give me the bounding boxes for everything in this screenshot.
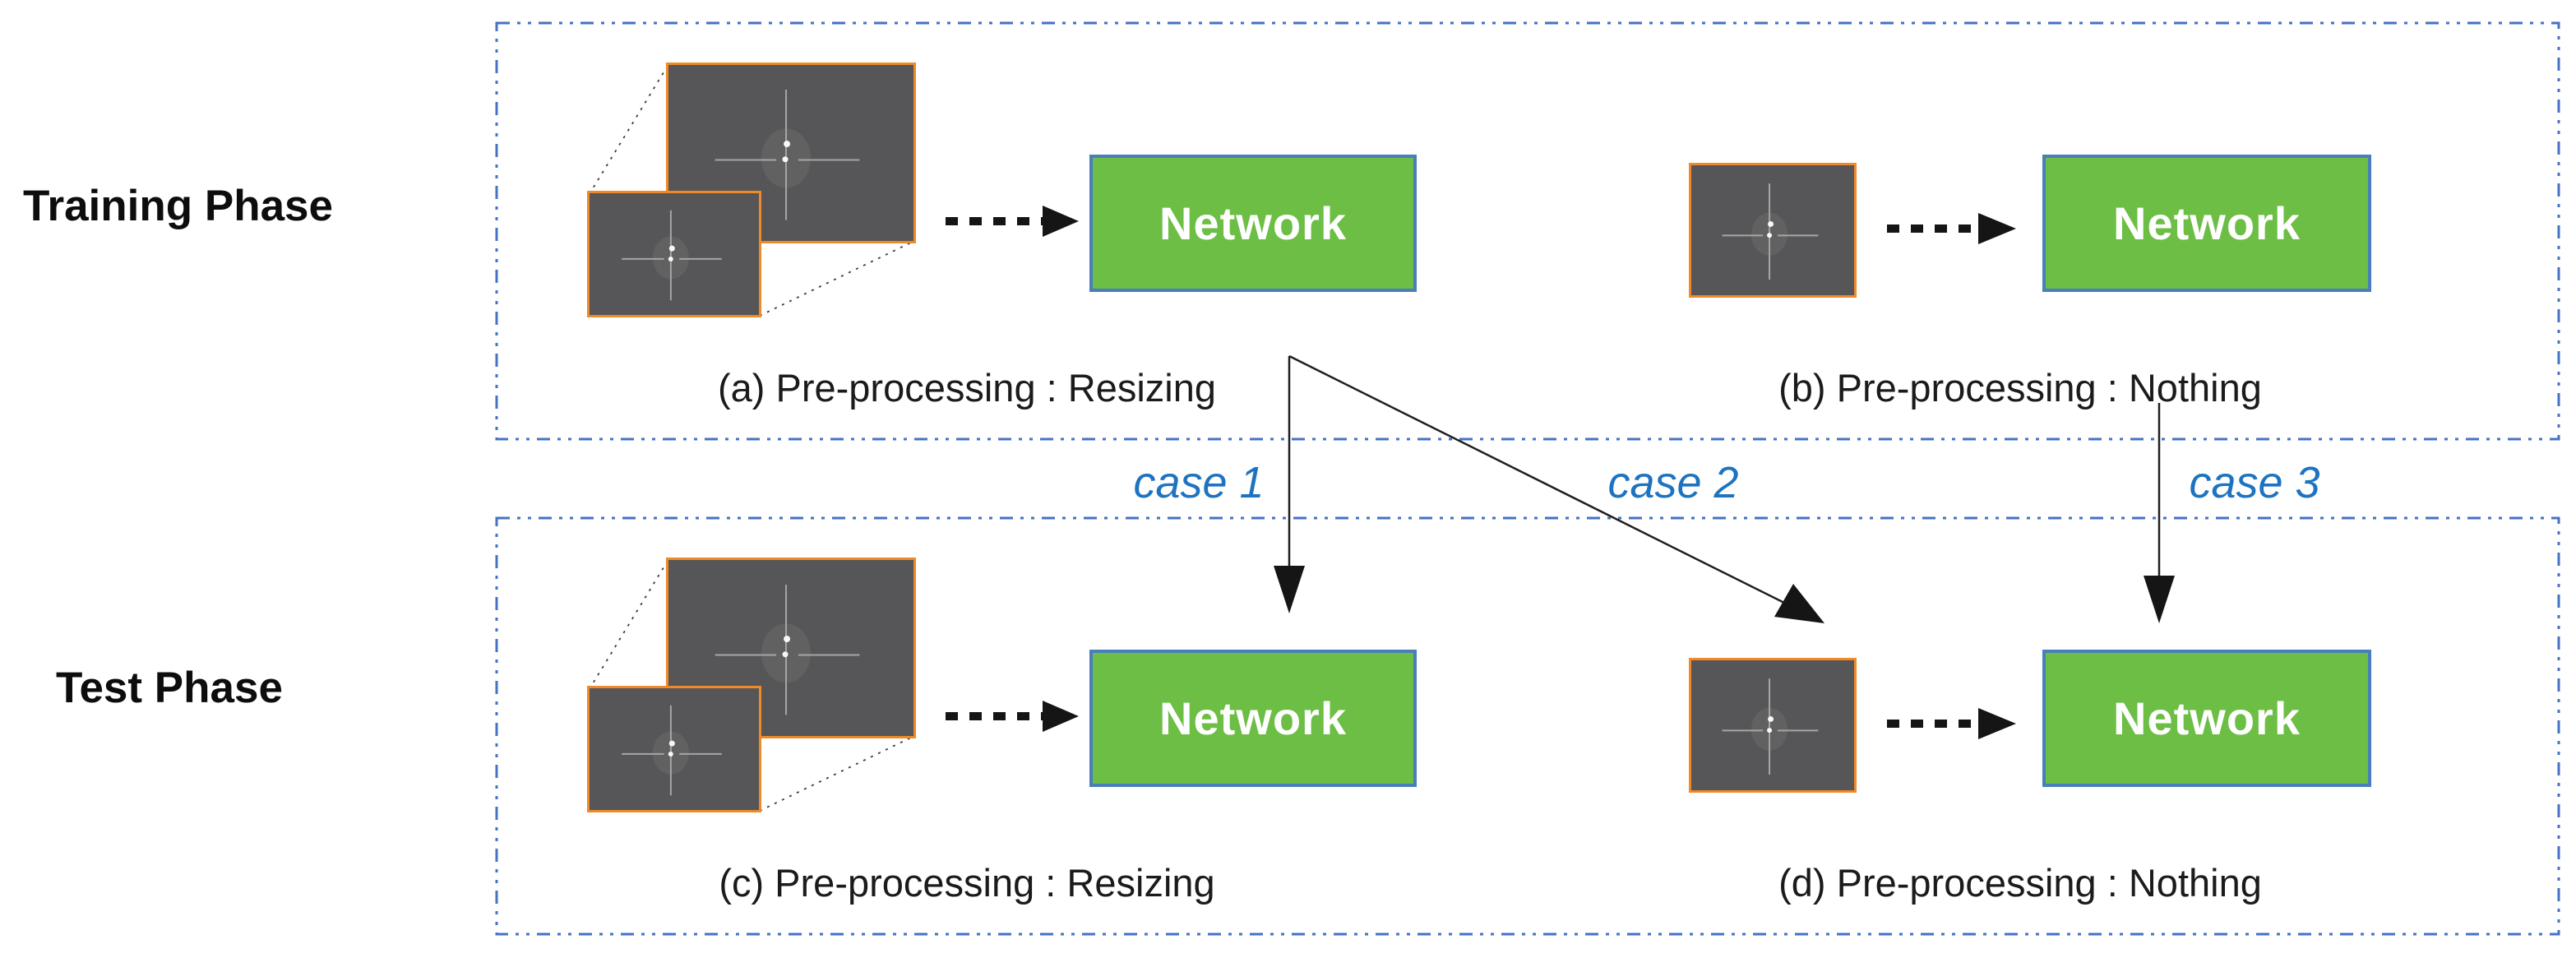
network-box-d: Network [2042, 650, 2371, 787]
training-phase-box-border [495, 21, 2560, 441]
panel-d-crosshair [1722, 678, 1819, 775]
case-2-arrow-head [1774, 584, 1824, 623]
case-2-arrow-line [1288, 354, 1787, 605]
panel-a-image-small [587, 191, 761, 317]
panel-a-resize-connector-bottom [759, 241, 913, 317]
panel-a-crosshair-small [622, 210, 722, 301]
panel-a-caption: (a) Pre-processing : Resizing [718, 366, 1216, 410]
panel-d-image [1689, 658, 1857, 793]
test-phase-box-border [495, 516, 2560, 936]
panel-d-caption: (d) Pre-processing : Nothing [1778, 861, 2262, 905]
panel-a-crosshair-large [715, 89, 860, 220]
panel-c-caption: (c) Pre-processing : Resizing [719, 861, 1215, 905]
panel-b-input-arrow-head [1978, 213, 2016, 244]
network-box-c: Network [1089, 650, 1417, 787]
case-3-label: case 3 [2189, 458, 2320, 507]
panel-d-input-arrow-head [1978, 708, 2016, 739]
case-1-arrow-head [1274, 566, 1305, 613]
panel-a-input-arrow-head [1043, 206, 1079, 237]
panel-c-crosshair-small [622, 705, 722, 796]
network-box-b: Network [2042, 155, 2371, 292]
panel-c-crosshair-large [715, 584, 860, 715]
panel-c-resize-connector-top [590, 560, 668, 688]
network-box-a: Network [1089, 155, 1417, 292]
panel-c-input-arrow-head [1043, 701, 1079, 732]
panel-c-image-small [587, 686, 761, 812]
training-phase-label: Training Phase [23, 182, 334, 230]
case-1-label: case 1 [1133, 458, 1265, 507]
panel-b-image [1689, 163, 1857, 298]
case-2-label: case 2 [1607, 458, 1739, 507]
panel-b-caption: (b) Pre-processing : Nothing [1778, 366, 2262, 410]
panel-b-crosshair [1722, 183, 1819, 280]
panel-c-resize-connector-bottom [759, 736, 913, 812]
test-phase-label: Test Phase [56, 664, 283, 712]
panel-a-resize-connector-top [590, 65, 668, 193]
case-3-arrow-head [2144, 576, 2175, 623]
